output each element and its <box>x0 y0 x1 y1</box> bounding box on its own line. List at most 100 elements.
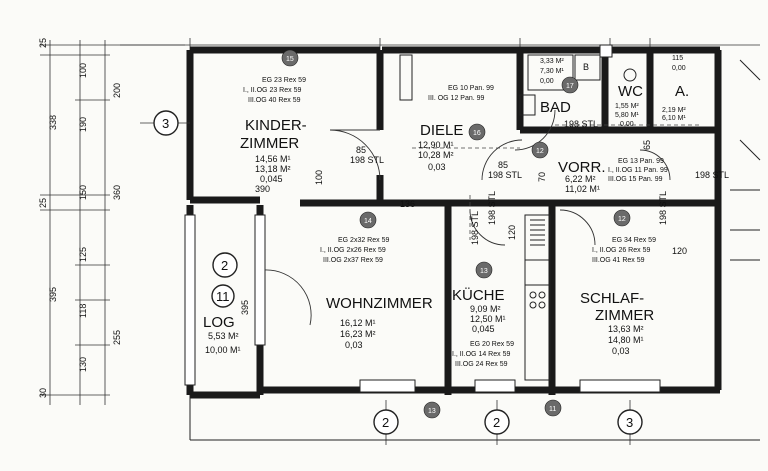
dim-label: 100 <box>78 63 88 78</box>
axis-marker <box>212 252 238 278</box>
dim-label: 118 <box>78 304 88 318</box>
dim-label: 198 STL <box>488 170 522 180</box>
rex-line: EG 20 Rex 59 <box>470 341 514 348</box>
dim-label: 395 <box>240 300 250 315</box>
dim-label: 120 <box>507 225 517 240</box>
dim-label: 125 <box>78 247 88 262</box>
rex-line: EG 10 Pan. 99 <box>448 85 494 92</box>
room-area: 12,50 M¹ <box>470 314 506 324</box>
dim-label: 198 STL <box>487 191 497 225</box>
room-name: ZIMMER <box>595 307 654 324</box>
room-badge: 16 <box>473 130 481 137</box>
axis-marker <box>373 409 399 435</box>
axis-marker <box>153 110 179 136</box>
rex-line: EG 23 Rex 59 <box>262 77 306 84</box>
rex-line: III. OG 12 Pan. 99 <box>428 95 485 102</box>
room-badge: 11 <box>216 289 230 304</box>
rex-line: III.OG 41 Rex 59 <box>592 257 645 264</box>
room-area: 13,63 M² <box>608 324 644 334</box>
room-dim: 115 <box>672 55 683 62</box>
room-diele: EG 10 Pan. 99 III. OG 12 Pan. 99 DIELE 1… <box>418 85 494 172</box>
rex-line: III.OG 24 Rex 59 <box>455 361 508 368</box>
dim-label: 120 <box>672 246 687 256</box>
window <box>474 379 516 393</box>
windows <box>184 44 661 393</box>
room-badge: 14 <box>364 218 372 225</box>
bath-mark-b: B <box>583 62 589 72</box>
room-area: 10,28 M² <box>418 150 454 160</box>
kitchen-counter <box>524 214 551 381</box>
dim-label: 190 <box>78 117 88 132</box>
rex-line: III.OG 2x37 Rex 59 <box>323 257 383 264</box>
room-abstell: 115 A. 2,19 M² 6,10 M¹ 0,00 <box>662 55 689 122</box>
room-area: 0,03 <box>345 340 363 350</box>
room-schlafzimmer: 12 EG 34 Rex 59 I., II.OG 26 Rex 59 III.… <box>580 209 656 356</box>
room-wc: WC 1,55 M² 5,80 M¹ 0,00 <box>615 83 643 128</box>
rex-line: I., II.OG 11 Pan. 99 <box>608 167 668 174</box>
room-name: ZIMMER <box>240 135 299 152</box>
bathtub <box>527 54 574 91</box>
room-name: KINDER- <box>245 117 307 134</box>
axis-label: 3 <box>626 415 633 430</box>
room-name: SCHLAF- <box>580 290 644 307</box>
room-area: 11,02 M¹ <box>565 184 600 194</box>
room-badge: 12 <box>536 148 544 155</box>
dim-label: 198 STL <box>564 119 598 129</box>
dim-label: 65 <box>642 140 652 150</box>
diele-cabinet <box>399 54 413 101</box>
room-vorraum: 12 VORR. 6,22 M² 11,02 M¹ EG 13 Pan. 99 … <box>531 141 668 194</box>
window <box>184 214 196 386</box>
room-area: 9,09 M² <box>470 304 501 314</box>
room-badge: 11 <box>549 406 556 413</box>
bath-fixtures: B <box>399 54 637 116</box>
doors <box>264 109 671 326</box>
dim-label: 70 <box>537 172 547 182</box>
room-area: 16,12 M¹ <box>340 318 376 328</box>
rex-line: III.OG 40 Rex 59 <box>248 97 301 104</box>
axis-marker <box>484 409 510 435</box>
dim-label: 30 <box>38 388 48 398</box>
dim-label: 390 <box>255 184 270 194</box>
room-area: 1,55 M² <box>615 103 639 110</box>
room-name: WC <box>618 83 643 100</box>
room-badge: 13 <box>480 268 488 275</box>
room-bad: 3,33 M² 7,30 M¹ 0,00 17 BAD <box>540 58 579 116</box>
dim-label: 200 <box>112 83 122 98</box>
dim-label: 25 <box>38 198 48 208</box>
kitchen-counter-outline <box>524 214 551 381</box>
dim-label: 25 <box>38 38 48 48</box>
room-name: DIELE <box>420 122 463 139</box>
dim-label: 255 <box>112 330 122 345</box>
room-area: 13,18 M² <box>255 164 291 174</box>
window <box>359 379 416 393</box>
room-area: 10,00 M¹ <box>205 345 241 355</box>
axis-markers: 3 2 2 2 3 13 11 <box>140 110 643 445</box>
washbasin <box>519 94 536 116</box>
room-area: 0,045 <box>472 324 495 334</box>
room-area: 6,10 M¹ <box>662 115 686 122</box>
room-area: 5,53 M² <box>208 331 239 341</box>
room-badge: 15 <box>286 56 294 63</box>
room-area: 14,56 M¹ <box>255 154 291 164</box>
room-area: 12,90 M¹ <box>418 140 454 150</box>
dim-label: 360 <box>112 185 122 200</box>
room-badge: 17 <box>566 83 574 90</box>
room-name: WOHNZIMMER <box>326 295 433 312</box>
room-area: 14,80 M¹ <box>608 335 644 345</box>
room-wohnzimmer: 14 EG 2x32 Rex 59 I., II.OG 2x26 Rex 59 … <box>320 211 433 350</box>
room-area: 7,30 M¹ <box>540 68 564 75</box>
rex-line: EG 13 Pan. 99 <box>618 158 664 165</box>
toilet <box>623 68 637 82</box>
room-name: VORR. <box>558 159 606 176</box>
dim-label: 198 STL <box>350 155 384 165</box>
window <box>579 379 661 393</box>
rex-line: I., II.OG 26 Rex 59 <box>592 247 650 254</box>
axis-label: 2 <box>221 258 228 273</box>
dim-label: 100 <box>314 170 324 185</box>
rex-line: I., II.OG 23 Rex 59 <box>243 87 301 94</box>
rex-line: EG 2x32 Rex 59 <box>338 237 389 244</box>
room-area: 3,33 M² <box>540 58 564 65</box>
dim-label: 198 STL <box>695 170 729 180</box>
dim-label: 85 <box>356 145 366 155</box>
